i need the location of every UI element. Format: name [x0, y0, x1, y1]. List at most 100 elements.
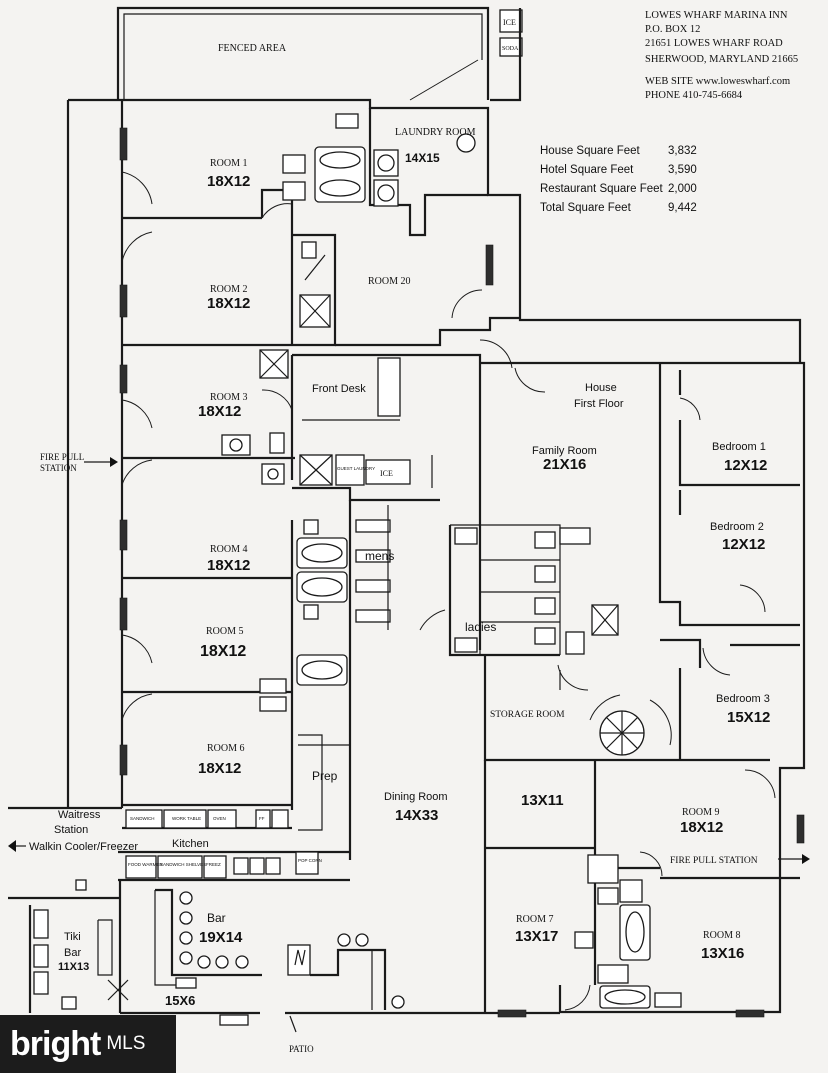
fenced-area-label: FENCED AREA — [218, 43, 287, 54]
freezer-label: FREEZ — [206, 862, 221, 867]
street-address: 21651 LOWES WHARF ROAD — [645, 38, 783, 49]
family-room-dim: 21X16 — [543, 456, 586, 473]
bedroom2-dim: 12X12 — [722, 536, 765, 553]
arrows — [8, 457, 810, 864]
fire-pull-left-1: FIRE PULL — [40, 452, 84, 462]
patio-label: PATIO — [289, 1044, 314, 1054]
room1-dim: 18X12 — [207, 173, 250, 190]
ice-machine-top — [499, 9, 523, 33]
labels: FENCED AREA ICE SODA LAUNDRY ROOM 14X15 … — [29, 18, 770, 1054]
sqft-value: 3,832 — [668, 145, 697, 157]
sqft-row: Hotel Square Feet 3,590 — [540, 164, 697, 183]
sqft-label: Restaurant Square Feet — [540, 183, 663, 195]
soda-machine — [499, 37, 523, 57]
sqft-label: Hotel Square Feet — [540, 164, 634, 176]
room20-label: ROOM 20 — [368, 276, 411, 287]
room4-label: ROOM 4 — [210, 544, 248, 555]
bar-dim: 19X14 — [199, 929, 243, 946]
room9-label: ROOM 9 — [682, 807, 720, 818]
bedroom1-label: Bedroom 1 — [712, 441, 766, 453]
room7-8-bath — [574, 854, 682, 1009]
ladies-label: ladies — [465, 620, 496, 634]
room3-label: ROOM 3 — [210, 392, 248, 403]
outer-walls — [66, 98, 806, 1015]
hotel-walls — [120, 100, 520, 860]
room-13x11-dim: 13X11 — [521, 792, 564, 809]
oven-label: OVEN — [213, 816, 226, 821]
website: WEB SITE www.loweswharf.com — [645, 76, 791, 87]
inn-address-block: LOWES WHARF MARINA INN P.O. BOX 12 21651… — [645, 9, 798, 103]
prep-label: Prep — [312, 769, 338, 783]
waitress-label-1: Waitress — [58, 809, 101, 821]
dim-15x6: 15X6 — [165, 993, 195, 1008]
watermark-mls: MLS — [106, 1033, 146, 1054]
sqft-value: 3,590 — [668, 164, 697, 176]
waitress-label-2: Station — [54, 824, 88, 836]
bedroom3-label: Bedroom 3 — [716, 693, 770, 705]
kitchen-label: Kitchen — [172, 838, 209, 850]
sandwich-label: SANDWICH — [130, 816, 155, 821]
room9-dim: 18X12 — [680, 819, 723, 836]
sqft-value: 9,442 — [668, 202, 697, 214]
room3-dim: 18X12 — [198, 403, 241, 420]
room6-dim: 18X12 — [198, 760, 241, 777]
family-room-label: Family Room — [532, 445, 597, 457]
ice-top-label: ICE — [503, 18, 516, 27]
bright-mls-watermark: bright MLS — [0, 1015, 176, 1073]
dining-room-dim: 14X33 — [395, 807, 438, 824]
room8-label: ROOM 8 — [703, 930, 741, 941]
storage-room-label: STORAGE ROOM — [490, 710, 565, 720]
room7-dim: 13X17 — [515, 928, 558, 945]
watermark-brand: bright — [10, 1024, 101, 1063]
tiki-label-2: Bar — [64, 947, 81, 959]
sqft-row: Total Square Feet 9,442 — [540, 202, 697, 221]
sqft-label: Total Square Feet — [540, 202, 631, 214]
mens-label: mens — [365, 549, 394, 563]
door-swings — [121, 171, 776, 1011]
bar-label: Bar — [207, 911, 226, 925]
tiki-dim: 11X13 — [58, 961, 89, 973]
kitchen-bar — [8, 806, 405, 1033]
ice-desk-label: ICE — [380, 469, 393, 478]
sqft-label: House Square Feet — [540, 145, 640, 157]
bath-fixtures — [221, 113, 476, 712]
house-label-1: House — [585, 382, 617, 394]
food-warmer-label: FOOD WARMER — [128, 862, 163, 867]
walkin-label: Walkin Cooler/Freezer — [29, 841, 138, 853]
fire-pull-right-label: FIRE PULL STATION — [670, 856, 758, 866]
house-label-2: First Floor — [574, 398, 624, 410]
laundry-room-label: LAUNDRY ROOM — [395, 127, 476, 138]
room2-label: ROOM 2 — [210, 284, 248, 295]
room2-dim: 18X12 — [207, 295, 250, 312]
front-desk-area — [299, 357, 433, 488]
bedroom2-label: Bedroom 2 — [710, 521, 764, 533]
work-table-label: WORK TABLE — [172, 816, 201, 821]
room1-label: ROOM 1 — [210, 158, 248, 169]
ff-label: FF — [259, 816, 265, 821]
city-address: SHERWOOD, MARYLAND 21665 — [645, 54, 799, 65]
sandwich-shelves-label: SANDWICH SHELVES — [160, 862, 206, 867]
bedroom1-dim: 12X12 — [724, 457, 767, 474]
room7-label: ROOM 7 — [516, 914, 554, 925]
phone: PHONE 410-745-6684 — [645, 90, 743, 101]
restrooms — [355, 505, 619, 657]
popcorn-label: POP CORN — [298, 858, 322, 863]
sqft-row: House Square Feet 3,832 — [540, 145, 697, 164]
front-desk-label: Front Desk — [312, 383, 366, 395]
fire-pull-left-2: STATION — [40, 463, 77, 473]
tiki-label-1: Tiki — [64, 931, 81, 943]
room8-dim: 13X16 — [701, 945, 744, 962]
bedroom3-dim: 15X12 — [727, 709, 770, 726]
sqft-value: 2,000 — [668, 183, 697, 195]
room6-label: ROOM 6 — [207, 743, 245, 754]
square-feet-table: House Square Feet 3,832 Hotel Square Fee… — [540, 145, 697, 221]
room4-dim: 18X12 — [207, 557, 250, 574]
dining-room-label: Dining Room — [384, 791, 448, 803]
room5-dim: 18X12 — [200, 643, 246, 660]
soda-label: SODA — [502, 46, 519, 52]
guest-laundry-label: GUEST LAUNDRY — [337, 466, 375, 471]
laundry-dim: 14X15 — [405, 151, 440, 165]
sqft-row: Restaurant Square Feet 2,000 — [540, 183, 697, 202]
inn-name: LOWES WHARF MARINA INN — [645, 10, 788, 21]
